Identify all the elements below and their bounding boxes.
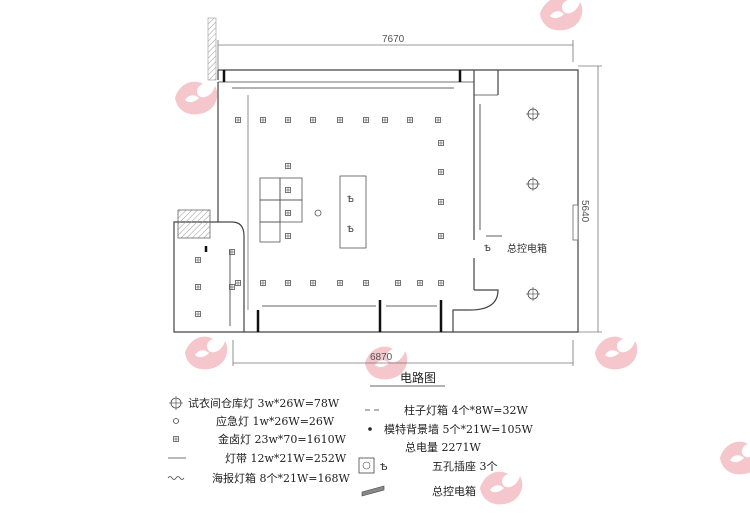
legend-item-main-panel: 总控电箱 bbox=[432, 484, 476, 498]
ceiling-light-1 bbox=[525, 106, 541, 122]
legend-item-socket: 五孔插座 3个 bbox=[432, 459, 498, 473]
panel-label: 总控电箱 bbox=[507, 242, 547, 255]
legend-item-fitting-room: 试衣间仓库灯 3w*26W=78W bbox=[188, 396, 340, 410]
emergency-light-icon bbox=[314, 209, 322, 217]
legend-item-pillar-box: 柱子灯箱 4个*8W=32W bbox=[404, 403, 529, 417]
sofa bbox=[259, 177, 303, 243]
svg-text:Ѣ: Ѣ bbox=[347, 195, 354, 205]
ceiling-light-3 bbox=[525, 286, 541, 302]
dimension-bottom: 6870 bbox=[232, 340, 574, 366]
svg-text:Ѣ: Ѣ bbox=[484, 244, 491, 254]
hatched-wall bbox=[207, 17, 217, 81]
metal-halide-lamps bbox=[195, 117, 444, 317]
display-table bbox=[339, 175, 367, 249]
right-window bbox=[572, 204, 579, 241]
socket-symbol-icon: Ѣ bbox=[380, 462, 388, 473]
dimension-bottom-label: 6870 bbox=[370, 352, 393, 363]
legend-item-light-strip: 灯带 12w*21W=252W bbox=[225, 452, 347, 465]
floor-plan-walls bbox=[173, 69, 579, 333]
fitting-room-light-icon bbox=[168, 395, 184, 411]
legend-item-poster-box: 海报灯箱 8个*21W=168W bbox=[212, 471, 351, 485]
legend-item-metal-halide: 金卤灯 23w*70=1610W bbox=[218, 432, 347, 446]
dimension-right: 5640 bbox=[578, 65, 602, 333]
legend: 电路图 试衣间仓库灯 3w*26W=78W 应急灯 1w*26W=26W 金卤灯… bbox=[167, 370, 534, 498]
legend-item-total: 总电量 2271W bbox=[405, 440, 481, 454]
main-panel-legend-icon bbox=[361, 485, 385, 497]
fitting-room-block bbox=[177, 209, 211, 239]
wall-accents bbox=[204, 70, 462, 332]
dimension-top: 7670 bbox=[217, 34, 574, 70]
model-wall-legend-icon bbox=[368, 427, 372, 431]
light-strips bbox=[229, 87, 481, 326]
poster-box-legend-icon bbox=[167, 476, 185, 480]
emergency-light-legend-icon bbox=[173, 418, 179, 424]
metal-halide-legend-icon bbox=[173, 436, 179, 442]
legend-item-model-wall: 模特背景墙 5个*21W=105W bbox=[384, 422, 534, 436]
socket-icons: Ѣ Ѣ Ѣ bbox=[347, 195, 491, 254]
ceiling-light-2 bbox=[525, 176, 541, 192]
svg-text:Ѣ: Ѣ bbox=[347, 225, 354, 235]
dimension-right-label: 5640 bbox=[579, 200, 590, 223]
legend-title: 电路图 bbox=[400, 370, 436, 385]
legend-item-emergency: 应急灯 1w*26W=26W bbox=[216, 414, 335, 428]
socket-legend-icon bbox=[358, 457, 375, 474]
dimension-top-label: 7670 bbox=[382, 34, 405, 45]
